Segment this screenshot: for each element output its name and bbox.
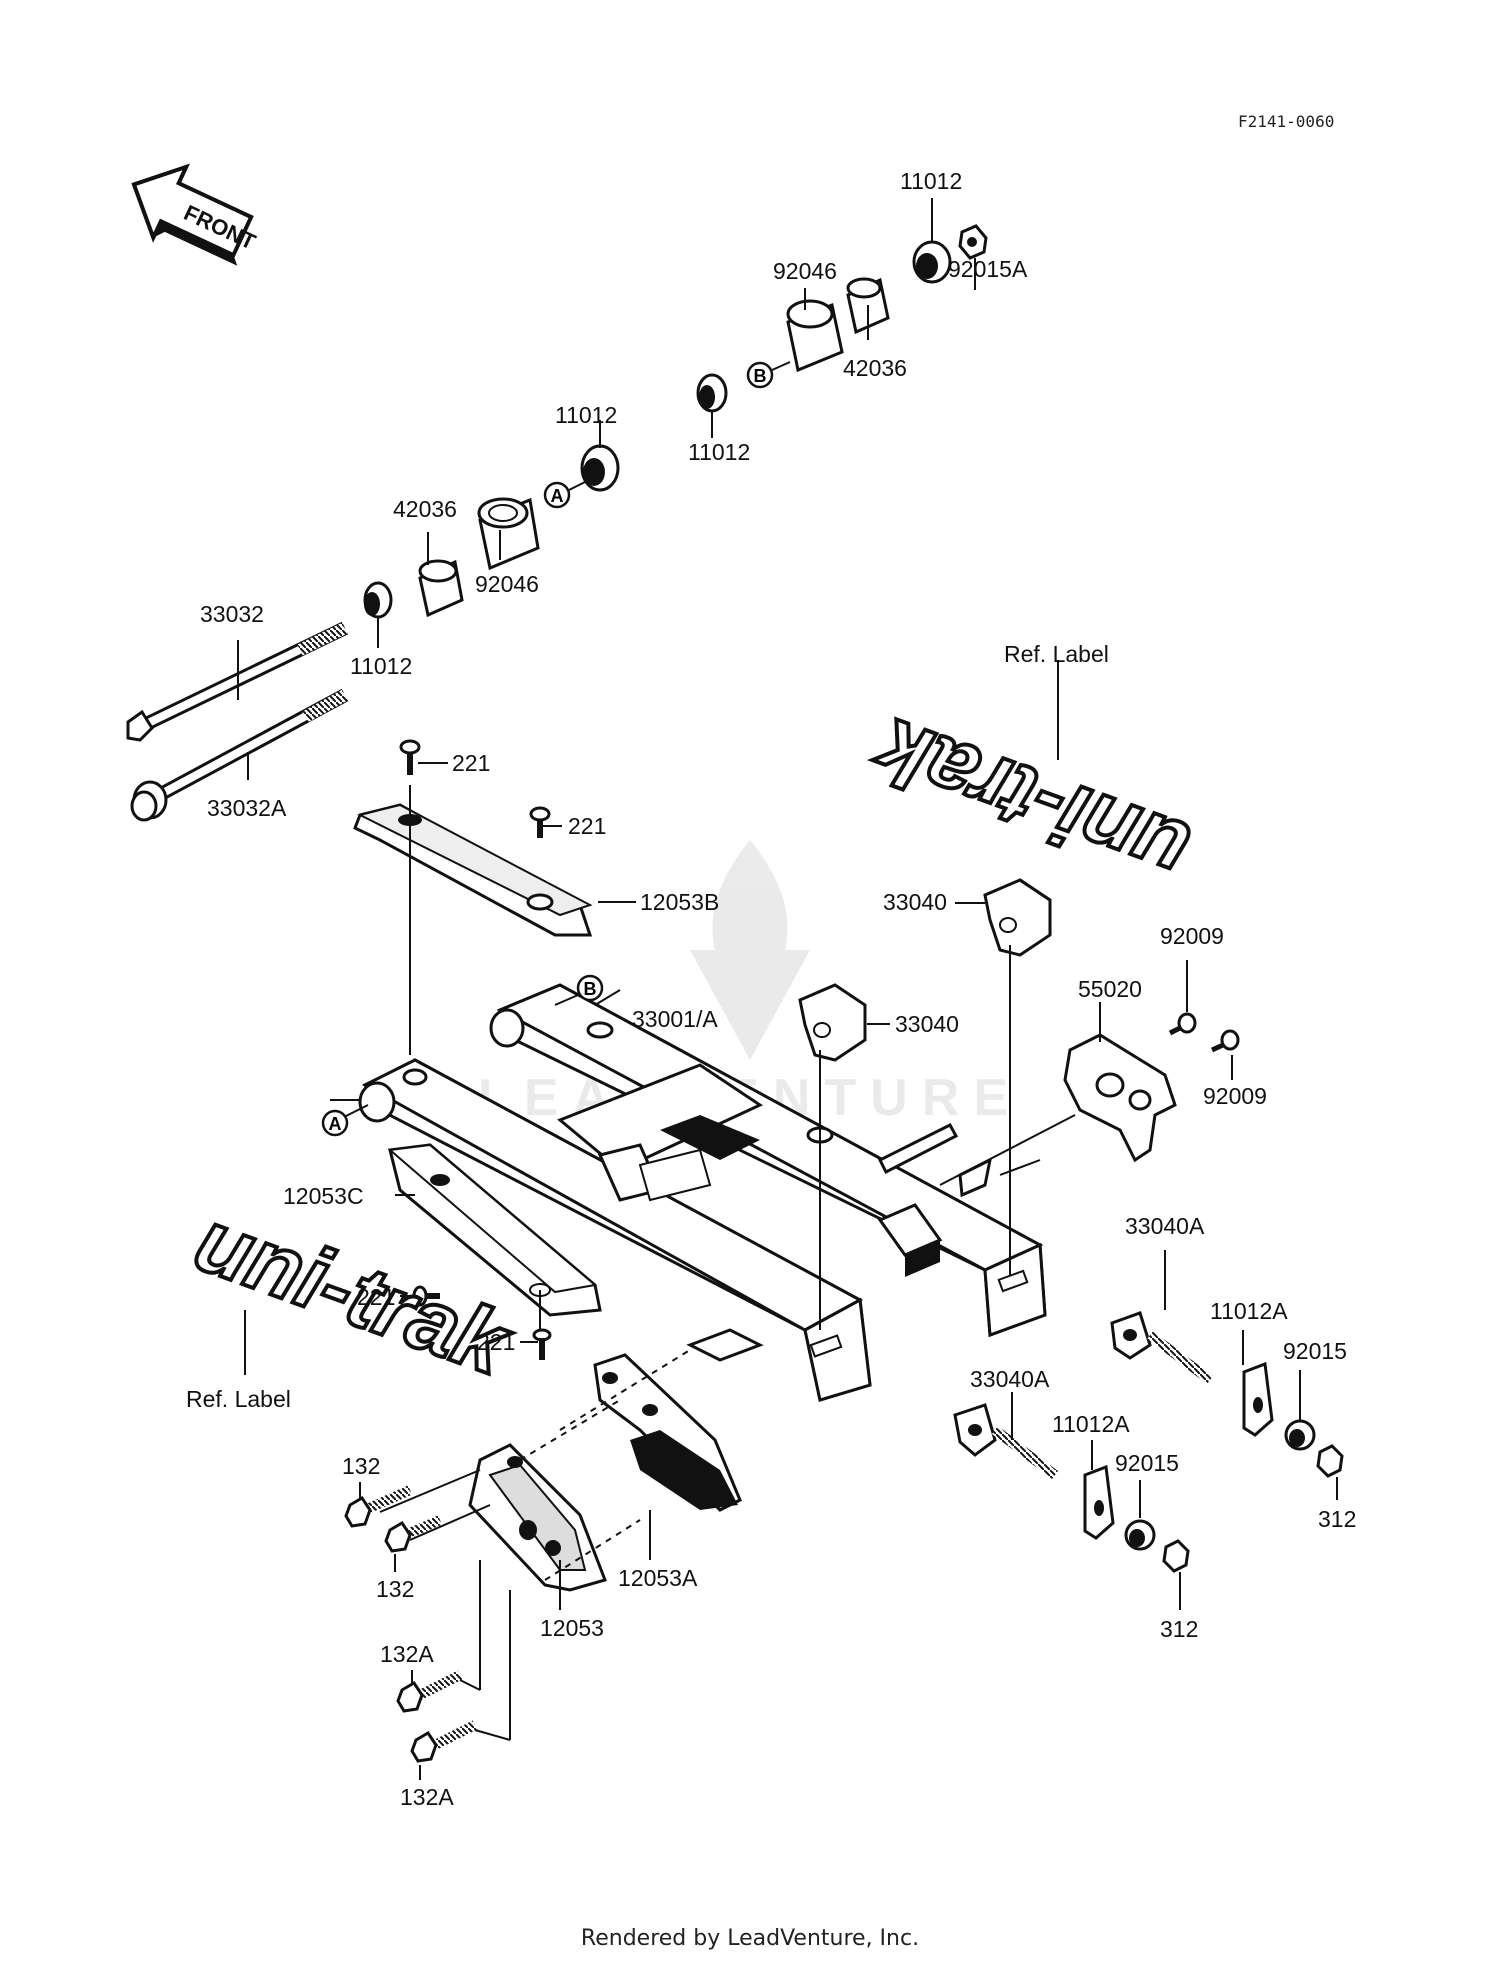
part-label-132: 132 xyxy=(342,1453,381,1479)
part-label-312: 312 xyxy=(1318,1506,1357,1532)
chain-guide-12053 xyxy=(468,1443,607,1592)
seal-11012-left xyxy=(363,581,393,619)
part-label-42036: 42036 xyxy=(843,355,907,381)
part-label-221: 221 xyxy=(452,750,491,776)
svg-text:uni-trak: uni-trak xyxy=(861,698,1202,903)
bolt-132A-a xyxy=(396,1670,463,1713)
part-label-92009: 92009 xyxy=(1160,923,1224,949)
marker-a-swingarm: A xyxy=(321,1109,349,1137)
part-label-33032A: 33032A xyxy=(207,795,287,821)
adjuster-33040-b xyxy=(798,983,867,1062)
part-label-11012: 11012 xyxy=(688,439,751,465)
nut-312-b xyxy=(1162,1539,1190,1573)
screw-221-b xyxy=(529,806,551,838)
part-label-11012: 11012 xyxy=(555,402,618,428)
svg-text:A: A xyxy=(551,486,564,506)
part-label-92046: 92046 xyxy=(475,571,539,597)
bolt-132-a xyxy=(344,1485,413,1528)
part-label-11012: 11012 xyxy=(350,653,413,679)
part-label-33040A: 33040A xyxy=(1125,1213,1205,1239)
marker-a-top: A xyxy=(543,481,571,509)
part-label-221: 221 xyxy=(568,813,607,839)
bolt-132-b xyxy=(384,1515,442,1553)
part-label-33032: 33032 xyxy=(200,601,264,627)
part-label-221: 221 xyxy=(357,1284,396,1310)
adjuster-bolt-33040A-b xyxy=(953,1403,1058,1479)
uni-trak-logo-mirrored: uni-trak xyxy=(859,696,1204,905)
bushing-92046-left xyxy=(477,497,540,571)
svg-text:A: A xyxy=(329,1114,342,1134)
guide-12053C xyxy=(387,1143,602,1317)
swingarm-33001A xyxy=(358,983,1047,1402)
part-label-92046: 92046 xyxy=(773,258,837,284)
ref-label-upper: Ref. Label xyxy=(1004,641,1109,667)
block-11012A-a xyxy=(1242,1361,1274,1437)
part-label-11012A: 11012A xyxy=(1210,1298,1288,1324)
part-label-33040: 33040 xyxy=(883,889,947,915)
part-label-33040A: 33040A xyxy=(970,1366,1050,1392)
seal-11012-upper-left xyxy=(580,444,620,492)
sleeve-42036-left xyxy=(418,559,464,618)
front-arrow-icon: FRONT xyxy=(131,163,260,266)
part-label-33001-A: 33001/A xyxy=(632,1006,718,1032)
part-label-12053: 12053 xyxy=(540,1615,604,1641)
marker-b-swingarm: B xyxy=(576,974,604,1002)
bolt-132A-b xyxy=(410,1720,478,1763)
screw-221-a xyxy=(399,739,421,775)
part-label-11012A: 11012A xyxy=(1052,1411,1130,1437)
bolt-92009-a xyxy=(1168,1012,1197,1036)
ref-label-lower: Ref. Label xyxy=(186,1386,291,1412)
footer-credit: Rendered by LeadVenture, Inc. xyxy=(580,1926,920,1951)
part-label-312: 312 xyxy=(1160,1616,1199,1642)
svg-text:B: B xyxy=(754,366,767,386)
adjuster-bolt-33040A-a xyxy=(1110,1311,1213,1384)
part-label-221: 221 xyxy=(477,1329,516,1355)
watermark-logo: LEADVENTURE xyxy=(478,840,1008,1127)
block-11012A-b xyxy=(1083,1464,1115,1540)
part-label-42036: 42036 xyxy=(393,496,457,522)
part-label-55020: 55020 xyxy=(1078,976,1142,1002)
bolt-33032 xyxy=(126,621,349,742)
leader-lines xyxy=(237,198,1338,1780)
chain-guide-12053A xyxy=(593,1353,742,1512)
part-label-92015: 92015 xyxy=(1115,1450,1179,1476)
diagram-code: F2141-0060 xyxy=(1238,112,1335,131)
plate-55020 xyxy=(1063,1033,1177,1163)
part-label-132: 132 xyxy=(376,1576,415,1602)
nut-92015A xyxy=(958,224,988,260)
adjuster-33040-a xyxy=(983,878,1052,957)
part-label-12053A: 12053A xyxy=(618,1565,698,1591)
svg-text:B: B xyxy=(584,979,597,999)
marker-b-top: B xyxy=(746,361,774,389)
bolt-92009-b xyxy=(1210,1029,1240,1053)
part-label-132A: 132A xyxy=(400,1784,454,1810)
part-label-12053C: 12053C xyxy=(283,1183,364,1209)
part-label-92015A: 92015A xyxy=(948,256,1028,282)
part-label-11012: 11012 xyxy=(900,168,963,194)
part-label-92015: 92015 xyxy=(1283,1338,1347,1364)
nut-312-a xyxy=(1316,1444,1344,1478)
bushing-92046-right xyxy=(786,299,844,373)
collar-92015-a xyxy=(1284,1419,1316,1451)
part-label-132A: 132A xyxy=(380,1641,434,1667)
guide-12053B xyxy=(353,803,593,937)
part-label-92009: 92009 xyxy=(1203,1083,1267,1109)
collar-92015-b xyxy=(1124,1519,1156,1551)
seal-11012-top xyxy=(912,240,952,284)
bolt-33032A xyxy=(130,688,349,822)
part-label-12053B: 12053B xyxy=(640,889,720,915)
screw-221-d xyxy=(532,1328,552,1360)
seal-11012-mid xyxy=(696,373,728,413)
part-label-33040: 33040 xyxy=(895,1011,959,1037)
